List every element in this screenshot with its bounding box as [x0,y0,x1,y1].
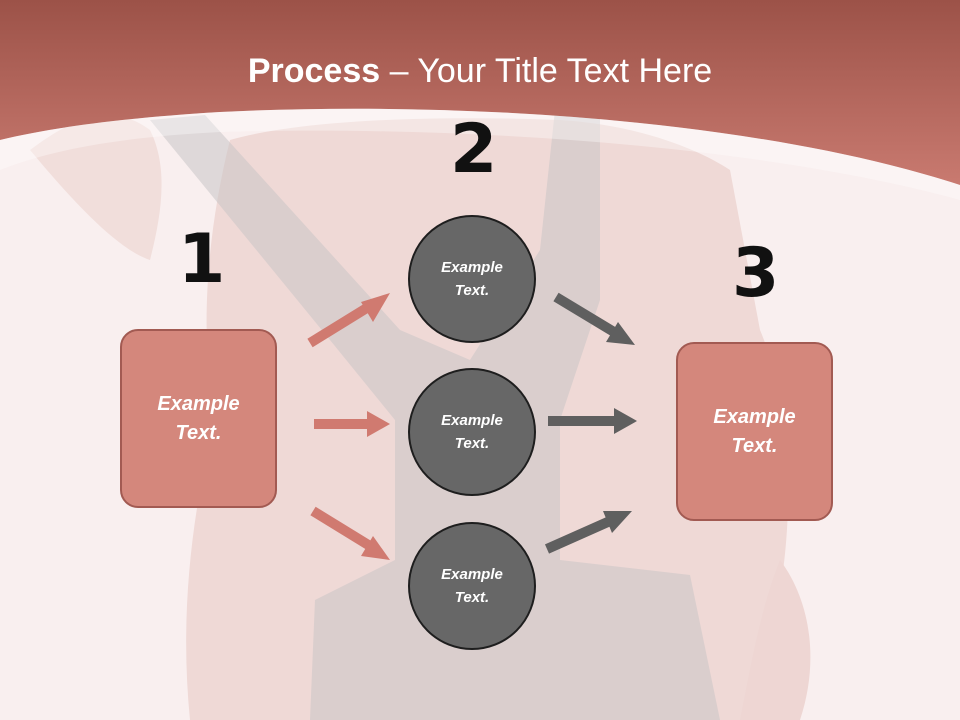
circle-bottom-label: Example Text. [441,565,503,606]
slide-title: Process – Your Title Text Here [0,52,960,91]
circle-top: Example Text. [408,215,536,343]
step-number-3: 3 [732,234,780,313]
circle-middle: Example Text. [408,368,536,496]
right-box: Example Text. [676,342,833,521]
step-number-1: 1 [178,220,226,299]
title-bold: Process [247,52,381,90]
circle-middle-label: Example Text. [441,411,503,452]
circle-bottom: Example Text. [408,522,536,650]
left-box-label: Example Text. [157,392,240,444]
circle-top-label: Example Text. [441,258,503,299]
title-rest: – Your Title Text Here [380,52,713,90]
step-number-2: 2 [450,110,498,189]
left-box: Example Text. [120,329,277,508]
right-box-label: Example Text. [713,405,796,457]
